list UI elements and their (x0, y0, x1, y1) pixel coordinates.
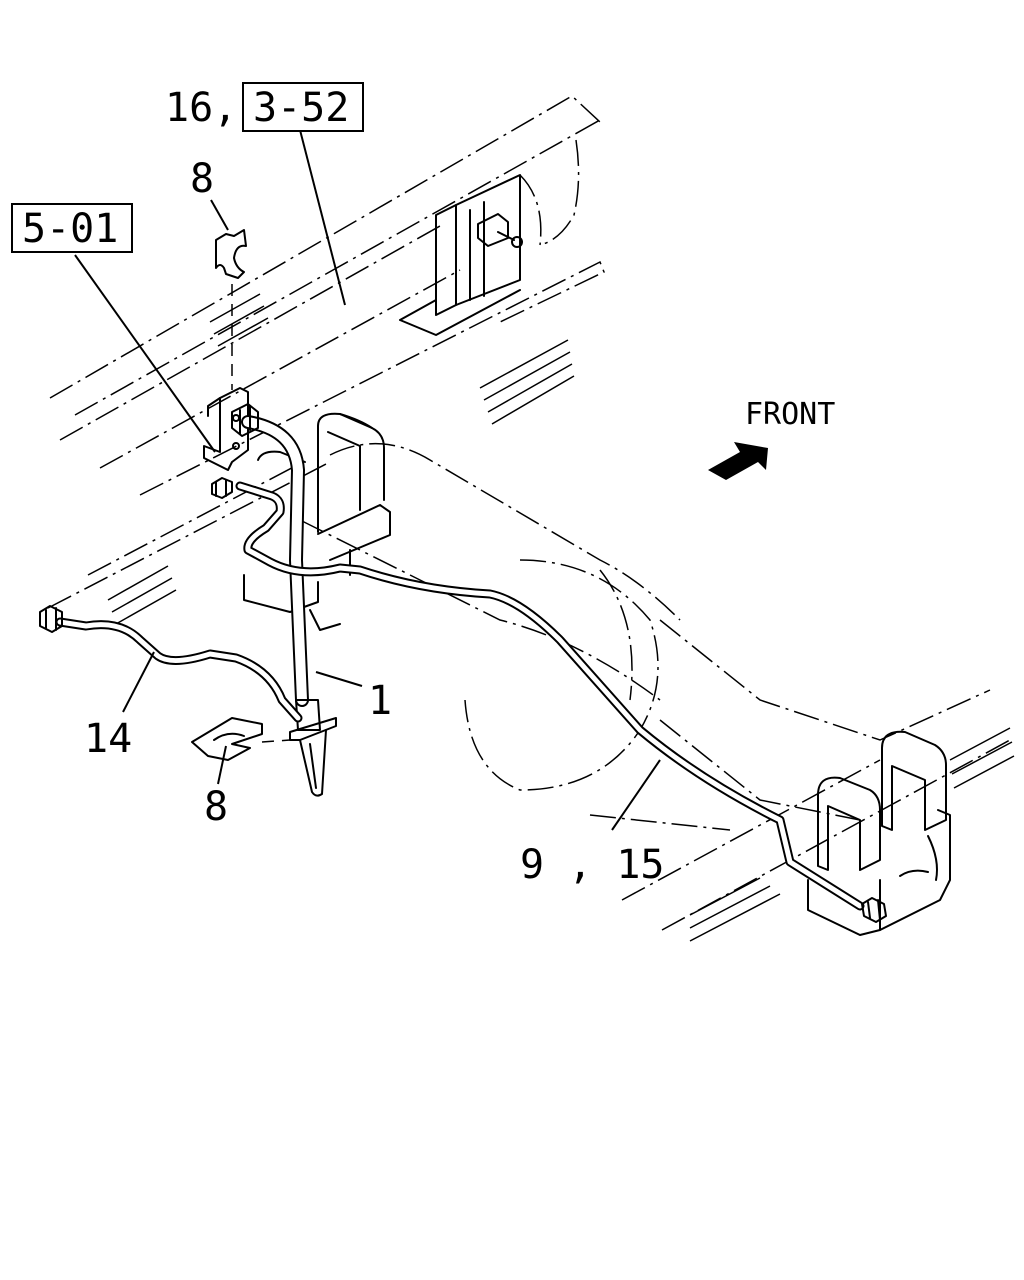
leader-hose (315, 671, 363, 687)
callout-clip-bottom: 8 (204, 784, 228, 830)
brake-pipe-right (211, 477, 887, 923)
callout-clip-top: 8 (190, 156, 214, 202)
front-arrow-icon (708, 442, 768, 480)
callout-labels: 16, 3-52 8 5-01 1 14 8 9 , 15 FRONT (11, 82, 835, 888)
pipe-flare-nut-right (861, 897, 887, 923)
frame-bracket (399, 174, 523, 336)
leader-clip-bottom (217, 745, 227, 785)
brake-hose (231, 403, 337, 797)
leader-ref-5-01 (74, 254, 216, 453)
pipe-flare-nut-left-end (39, 605, 63, 633)
front-label: FRONT (745, 397, 835, 432)
callout-ref-bracket: 5-01 (22, 206, 118, 252)
callout-pipe-right: 9 , 15 (520, 842, 665, 888)
pipe-flare-nut-left (211, 477, 233, 499)
hose-bracket (203, 387, 249, 471)
leader-clip-top (210, 199, 229, 231)
callout-pipe-left: 14 (84, 716, 132, 762)
frame-hatching (107, 293, 1015, 942)
clip-bottom (191, 717, 291, 761)
leader-pipe-right (611, 759, 661, 831)
callout-hose-ref: 16, (165, 85, 237, 131)
brake-pipe-left (39, 605, 303, 723)
leader-ref-3-52 (299, 129, 346, 306)
leader-pipe-left (122, 651, 155, 713)
ref-box-bracket (11, 203, 133, 253)
leader-lines (74, 129, 661, 831)
right-spring-seat (807, 730, 951, 936)
hose-end-fitting-top (231, 403, 259, 437)
callout-hose: 1 (368, 678, 392, 724)
clip-top (215, 229, 247, 390)
frame-rail (47, 95, 1015, 942)
callout-ref-frame: 3-52 (253, 85, 349, 131)
ref-box-frame (242, 82, 364, 132)
